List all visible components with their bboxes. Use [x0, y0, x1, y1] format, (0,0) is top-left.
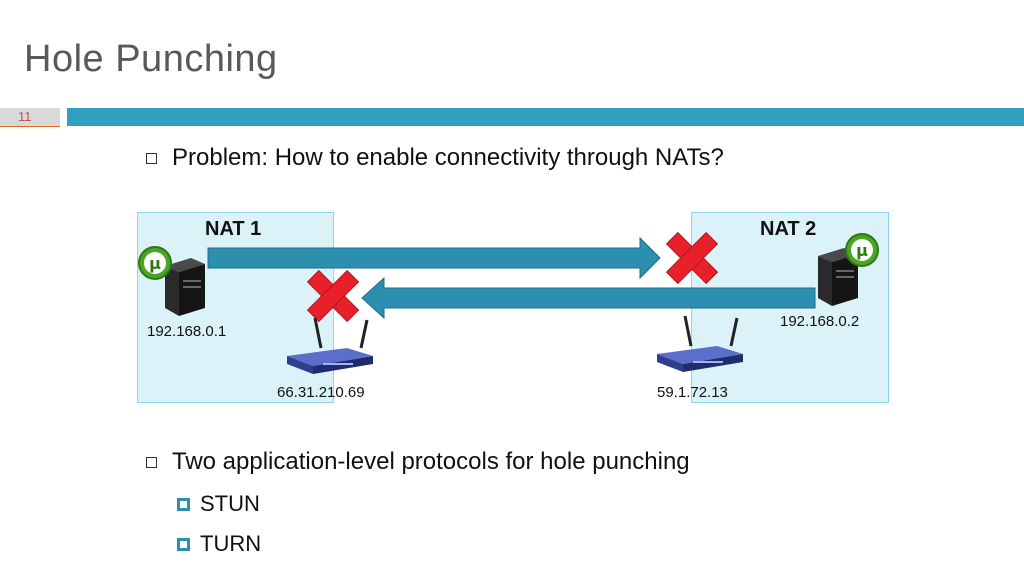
bullet-square-icon — [146, 152, 157, 164]
sub-bullet-turn-text: TURN — [200, 531, 262, 556]
nat2-label: NAT 2 — [760, 218, 817, 240]
sub-bullet-stun: STUN — [177, 491, 260, 517]
arrow-right-icon — [207, 236, 661, 280]
bullet-square-icon — [146, 456, 157, 468]
slide-number: 11 — [18, 109, 32, 124]
router-icon — [657, 315, 743, 372]
router-icon — [287, 317, 373, 374]
sub-bullet-square-icon — [177, 497, 190, 511]
nat2-host-ip: 192.168.0.2 — [780, 313, 860, 330]
blocked-x-icon — [665, 231, 719, 285]
utorrent-icon: µ — [845, 233, 879, 267]
page-title: Hole Punching — [24, 38, 278, 80]
bullet-problem: Problem: How to enable connectivity thro… — [146, 144, 724, 172]
utorrent-icon: µ — [138, 246, 172, 280]
bullet-problem-text: Problem: How to enable connectivity thro… — [172, 144, 724, 171]
svg-text:µ: µ — [856, 241, 868, 260]
sub-bullet-square-icon — [177, 537, 190, 551]
server-icon — [165, 258, 205, 316]
nat1-router-ip: 66.31.210.69 — [277, 384, 365, 401]
arrow-left-icon — [361, 276, 816, 320]
header-accent-bar — [67, 108, 1024, 126]
nat1-host-ip: 192.168.0.1 — [147, 323, 227, 340]
sub-bullet-stun-text: STUN — [200, 491, 260, 516]
svg-text:µ: µ — [149, 254, 161, 273]
nat2-router-ip: 59.1.72.13 — [657, 384, 728, 401]
slide-number-box — [0, 108, 60, 127]
blocked-x-icon — [306, 269, 360, 323]
sub-bullet-turn: TURN — [177, 531, 261, 557]
nat1-label: NAT 1 — [205, 218, 262, 240]
server-icon — [818, 248, 858, 306]
bullet-protocols-text: Two application-level protocols for hole… — [172, 448, 690, 475]
bullet-protocols: Two application-level protocols for hole… — [146, 448, 690, 476]
